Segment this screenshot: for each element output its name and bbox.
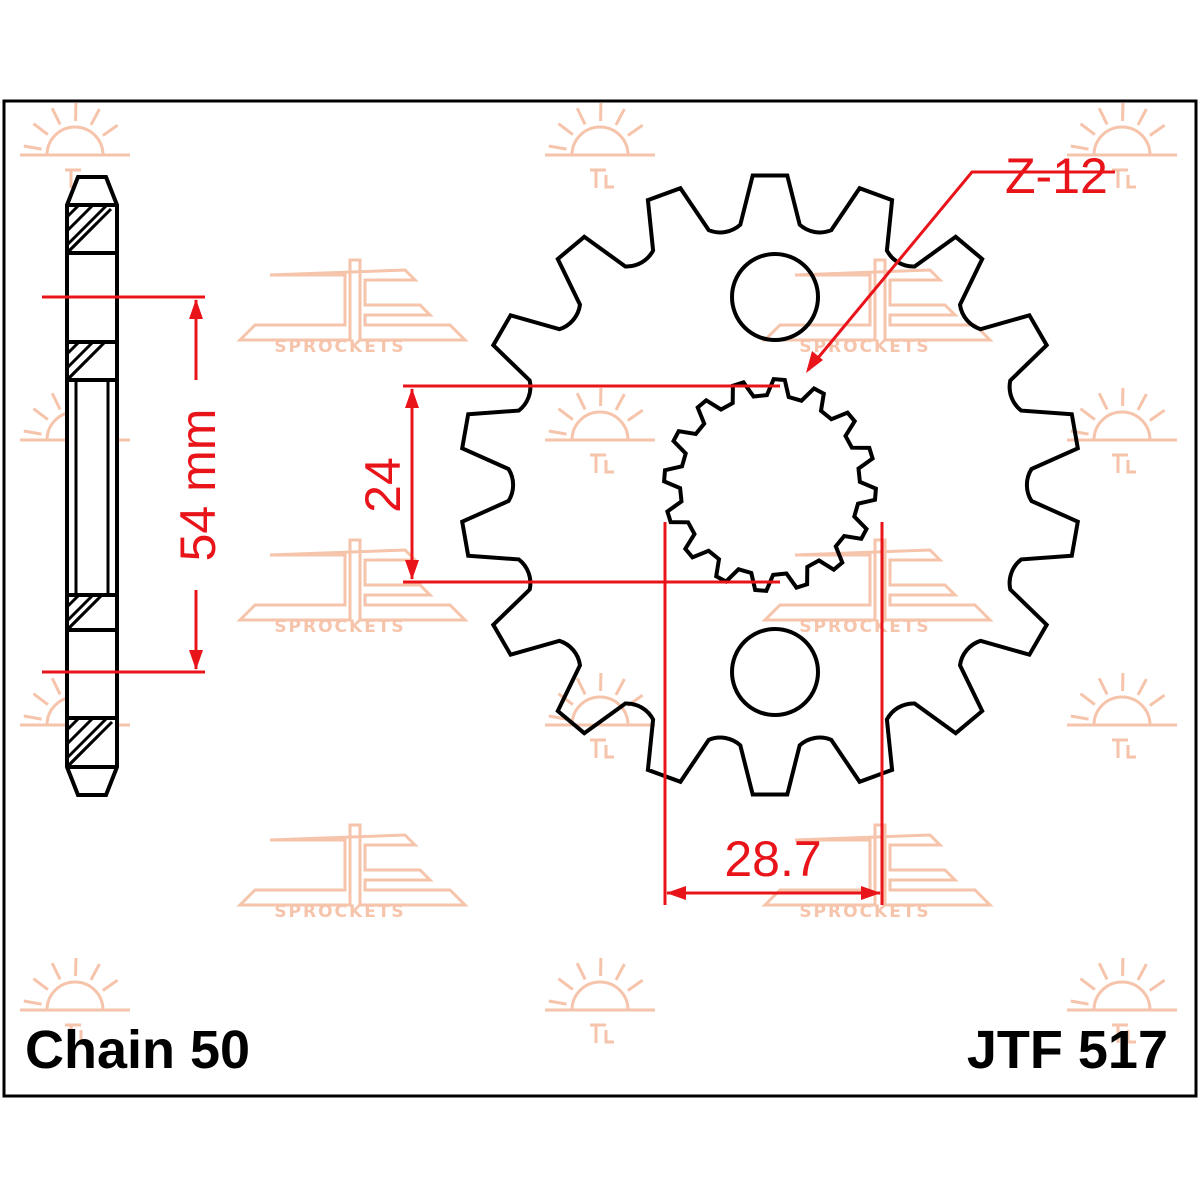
- hatch-line: [65, 203, 81, 219]
- hatch-line: [65, 593, 81, 609]
- jt-logo-watermark: SPROCKETS: [761, 538, 994, 637]
- hatch-line: [65, 625, 72, 632]
- hatch-line: [65, 235, 85, 255]
- side-view: [65, 175, 119, 797]
- svg-text:SPROCKETS: SPROCKETS: [274, 617, 405, 637]
- svg-text:SPROCKETS: SPROCKETS: [274, 902, 405, 922]
- jt-logo-watermark: SPROCKETS: [236, 258, 469, 357]
- hatch-line: [65, 340, 81, 356]
- hatch-line: [65, 249, 71, 255]
- hatch-line: [65, 716, 81, 732]
- sun-logo-watermark: [20, 957, 130, 1044]
- spline-bore: [661, 376, 879, 594]
- hatch-line: [65, 716, 109, 760]
- sun-logo-watermark: [1067, 672, 1177, 759]
- pitch-width-label: 54 mm: [170, 409, 226, 562]
- hatch-line: [65, 203, 95, 233]
- sun-logo-watermark: [545, 387, 655, 474]
- sun-logo-watermark: [545, 102, 655, 189]
- chain-label: Chain 50: [25, 1020, 250, 1080]
- svg-text:SPROCKETS: SPROCKETS: [799, 617, 930, 637]
- hatch-line: [65, 716, 95, 746]
- dimension-28-7: 28.7: [663, 522, 884, 905]
- bolt-spacing-label: 28.7: [724, 831, 821, 887]
- hatch-line: [65, 340, 95, 370]
- spline-count-label: Z-12: [1005, 148, 1108, 204]
- svg-text:SPROCKETS: SPROCKETS: [799, 337, 930, 357]
- bolt-hole-bottom: [730, 627, 820, 717]
- part-number: JTF 517: [967, 1020, 1168, 1080]
- frame: [2, 99, 1198, 1098]
- sun-logo-watermark: [1067, 957, 1177, 1044]
- dimension-z12: Z-12: [806, 148, 1115, 373]
- jt-logo-watermark: SPROCKETS: [236, 823, 469, 922]
- svg-text:SPROCKETS: SPROCKETS: [799, 902, 930, 922]
- sun-logo-watermark: [545, 672, 655, 759]
- hatch-line: [65, 203, 109, 247]
- dimension-54mm: 54 mm: [42, 295, 226, 674]
- sun-logo-watermark: [20, 102, 130, 189]
- sun-logo-watermark: [1067, 387, 1177, 474]
- dimension-24: 24: [355, 384, 780, 584]
- sun-logo-watermark: [1067, 102, 1177, 189]
- hatch-line: [65, 372, 75, 382]
- hatch-line: [65, 593, 95, 623]
- bolt-hole-top: [730, 252, 820, 342]
- sun-logo-watermark: [545, 957, 655, 1044]
- hatch-line: [65, 762, 72, 769]
- svg-text:SPROCKETS: SPROCKETS: [274, 337, 405, 357]
- jt-logo-watermark: SPROCKETS: [236, 538, 469, 637]
- sprocket-outline: [459, 173, 1081, 797]
- spline-diameter-label: 24: [355, 457, 411, 513]
